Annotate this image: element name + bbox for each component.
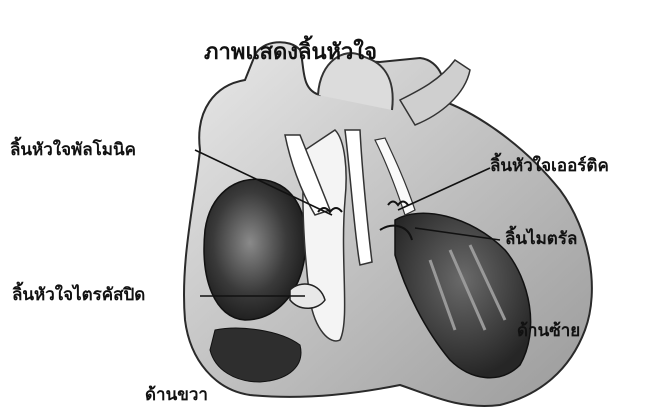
label-left-side: ด้านซ้าย [517,323,580,340]
label-tricuspid-valve: ลิ้นหัวใจไตรคัสปิด [12,287,145,304]
label-mitral-valve: ลิ้นไมตรัล [505,231,577,248]
diagram-title: ภาพแสดงลิ้นหัวใจ [204,34,377,69]
label-aortic-valve: ลิ้นหัวใจเออร์ติค [490,158,609,175]
label-pulmonary-valve: ลิ้นหัวใจพัลโมนิค [10,142,136,159]
label-right-side: ด้านขวา [145,387,208,404]
